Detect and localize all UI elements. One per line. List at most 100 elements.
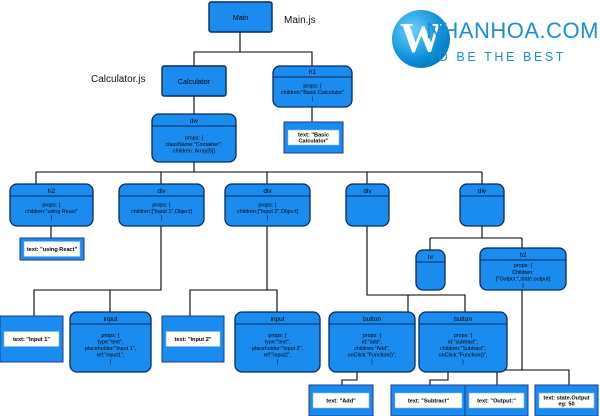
main-node: Main [208,1,273,33]
node-prop-line: ref:"input2", [264,353,292,359]
output-text-leaf: text: "Output:" [464,384,529,416]
input1-node: input props: {type:"text",placeholder:"In… [69,311,152,373]
node-title: Calculator [178,77,211,86]
node-prop-line: props: { [185,136,203,142]
node-prop-line: children:["Input 2",Object] [237,209,298,215]
calculator-js-label: Calculator.js [91,74,146,85]
connector-line [408,294,466,312]
node-prop-line: } [51,216,53,222]
node-prop-line: ref:"input1", [97,353,125,359]
logo-slogan: TO BE THE BEST [428,50,567,64]
leaf-text: text: "Input 1" [13,337,50,343]
leaf-text: text: "Input 2" [174,337,211,343]
node-prop-line: props: { [454,333,472,339]
leaf-text: text: "using React" [27,247,78,253]
node-prop-line: } [371,359,373,365]
logo-w-icon: W [392,10,450,68]
add-text-leaf: text: "Add" [308,384,374,416]
node-prop-line: children:["Input 1",Object] [131,209,192,215]
using-react-text-leaf: text: "using React" [19,237,85,261]
node-prop-line: onClick:"Function()", [348,353,397,359]
connector-line [193,32,241,66]
nhanhoa-logo: W NHANHOA.COM TO BE THE BEST [392,10,600,72]
node-title: h2 [519,252,527,259]
connector-line [341,372,358,385]
connector-line [189,226,268,316]
node-prop-line: } [161,216,163,222]
node-prop-line: className:"Container", [166,142,223,148]
node-prop-line: type:"text", [98,340,124,346]
connector-line [109,289,161,312]
node-prop-line: children: Array[5]} [173,149,215,155]
node-prop-line: type:"text", [265,340,291,346]
subtract-text-leaf: text: "Subtract" [390,384,467,416]
node-prop-line: props: { [101,333,119,339]
node-prop-line: props: { [303,84,321,90]
node-title: input [271,316,285,323]
node-title: button [363,316,381,323]
node-prop-line: } [522,283,524,289]
h2-output-node: h2 props: {Children:["Output:",state.outp… [479,247,567,291]
node-title: hr [428,254,435,261]
node-prop-line: props: { [42,203,60,209]
node-prop-line: id:"add", [362,340,383,346]
node-prop-line: children:"Subtract", [440,346,486,352]
main-js-label: Main.js [284,15,316,26]
subtract-button-node: button props: {id:"subtract",children:"Su… [418,311,508,373]
connector-line [267,289,278,312]
node-prop-line: props: { [258,203,276,209]
node-prop-line: props: { [514,263,532,269]
div-buttons-node: div [345,183,390,227]
node-prop-line: } [267,216,269,222]
connector-line [366,226,409,312]
h1-node: h1 props: {children:"Basic Calculator"} [272,65,353,108]
node-title: div [263,188,272,195]
div-output-node: div [459,183,505,227]
node-title: button [454,316,472,323]
node-prop-line: ["Output:",state.output] [496,276,551,282]
node-title: input [104,316,118,323]
leaf-text: text: "Subtract" [408,399,450,405]
leaf-text: text: "Basic [298,132,329,138]
node-prop-line: } [277,359,279,365]
node-prop-line: placeholder:"Input 1", [85,346,137,352]
node-prop-line: children:"Add", [354,346,390,352]
node-prop-line: children:"Basic Calculator" [281,90,344,96]
leaf-text: eg: 50 [558,402,574,408]
connector-line [240,51,313,66]
node-title: div [157,188,166,195]
div-input1-node: div props: {children:["Input 1",Object]} [118,183,205,227]
leaf-text: Calculator" [298,139,328,145]
node-prop-line: id:"subtract", [448,340,479,346]
node-prop-line: placeholder:"Input 2", [252,346,304,352]
node-prop-line: } [462,359,464,365]
node-title: h2 [48,188,56,195]
node-prop-line: children:"using React" [25,209,78,215]
leaf-text: text: "Output:" [477,399,516,405]
div-root-node: div props: {className:"Container",childre… [151,113,237,163]
node-prop-line: props: { [268,333,286,339]
node-prop-line: props: { [152,203,170,209]
h2-using-react-node: h2 props: {children:"using React"} [9,183,94,227]
calculator-node: Calculator [161,65,227,97]
node-prop-line: onClick:"Function()", [439,353,488,359]
node-prop-line: } [110,359,112,365]
logo-name: NHANHOA.COM [426,18,599,43]
node-prop-line: Children: [512,270,534,276]
div-input2-node: div props: {children:["Input 2",Object]} [224,183,311,227]
connector-line [429,372,449,385]
leaf-text: text: "Add" [326,399,356,405]
connector-line [522,369,570,385]
node-title: div [190,118,199,125]
input2-text-leaf: text: "Input 2" [161,315,225,363]
node-prop-line: } [312,97,314,103]
input1-text-leaf: text: "Input 1" [0,315,64,363]
node-title: div [478,188,487,195]
node-title: h1 [309,69,317,76]
leaf-text: text: state.Output [543,395,589,401]
hr-node: hr [415,249,446,291]
